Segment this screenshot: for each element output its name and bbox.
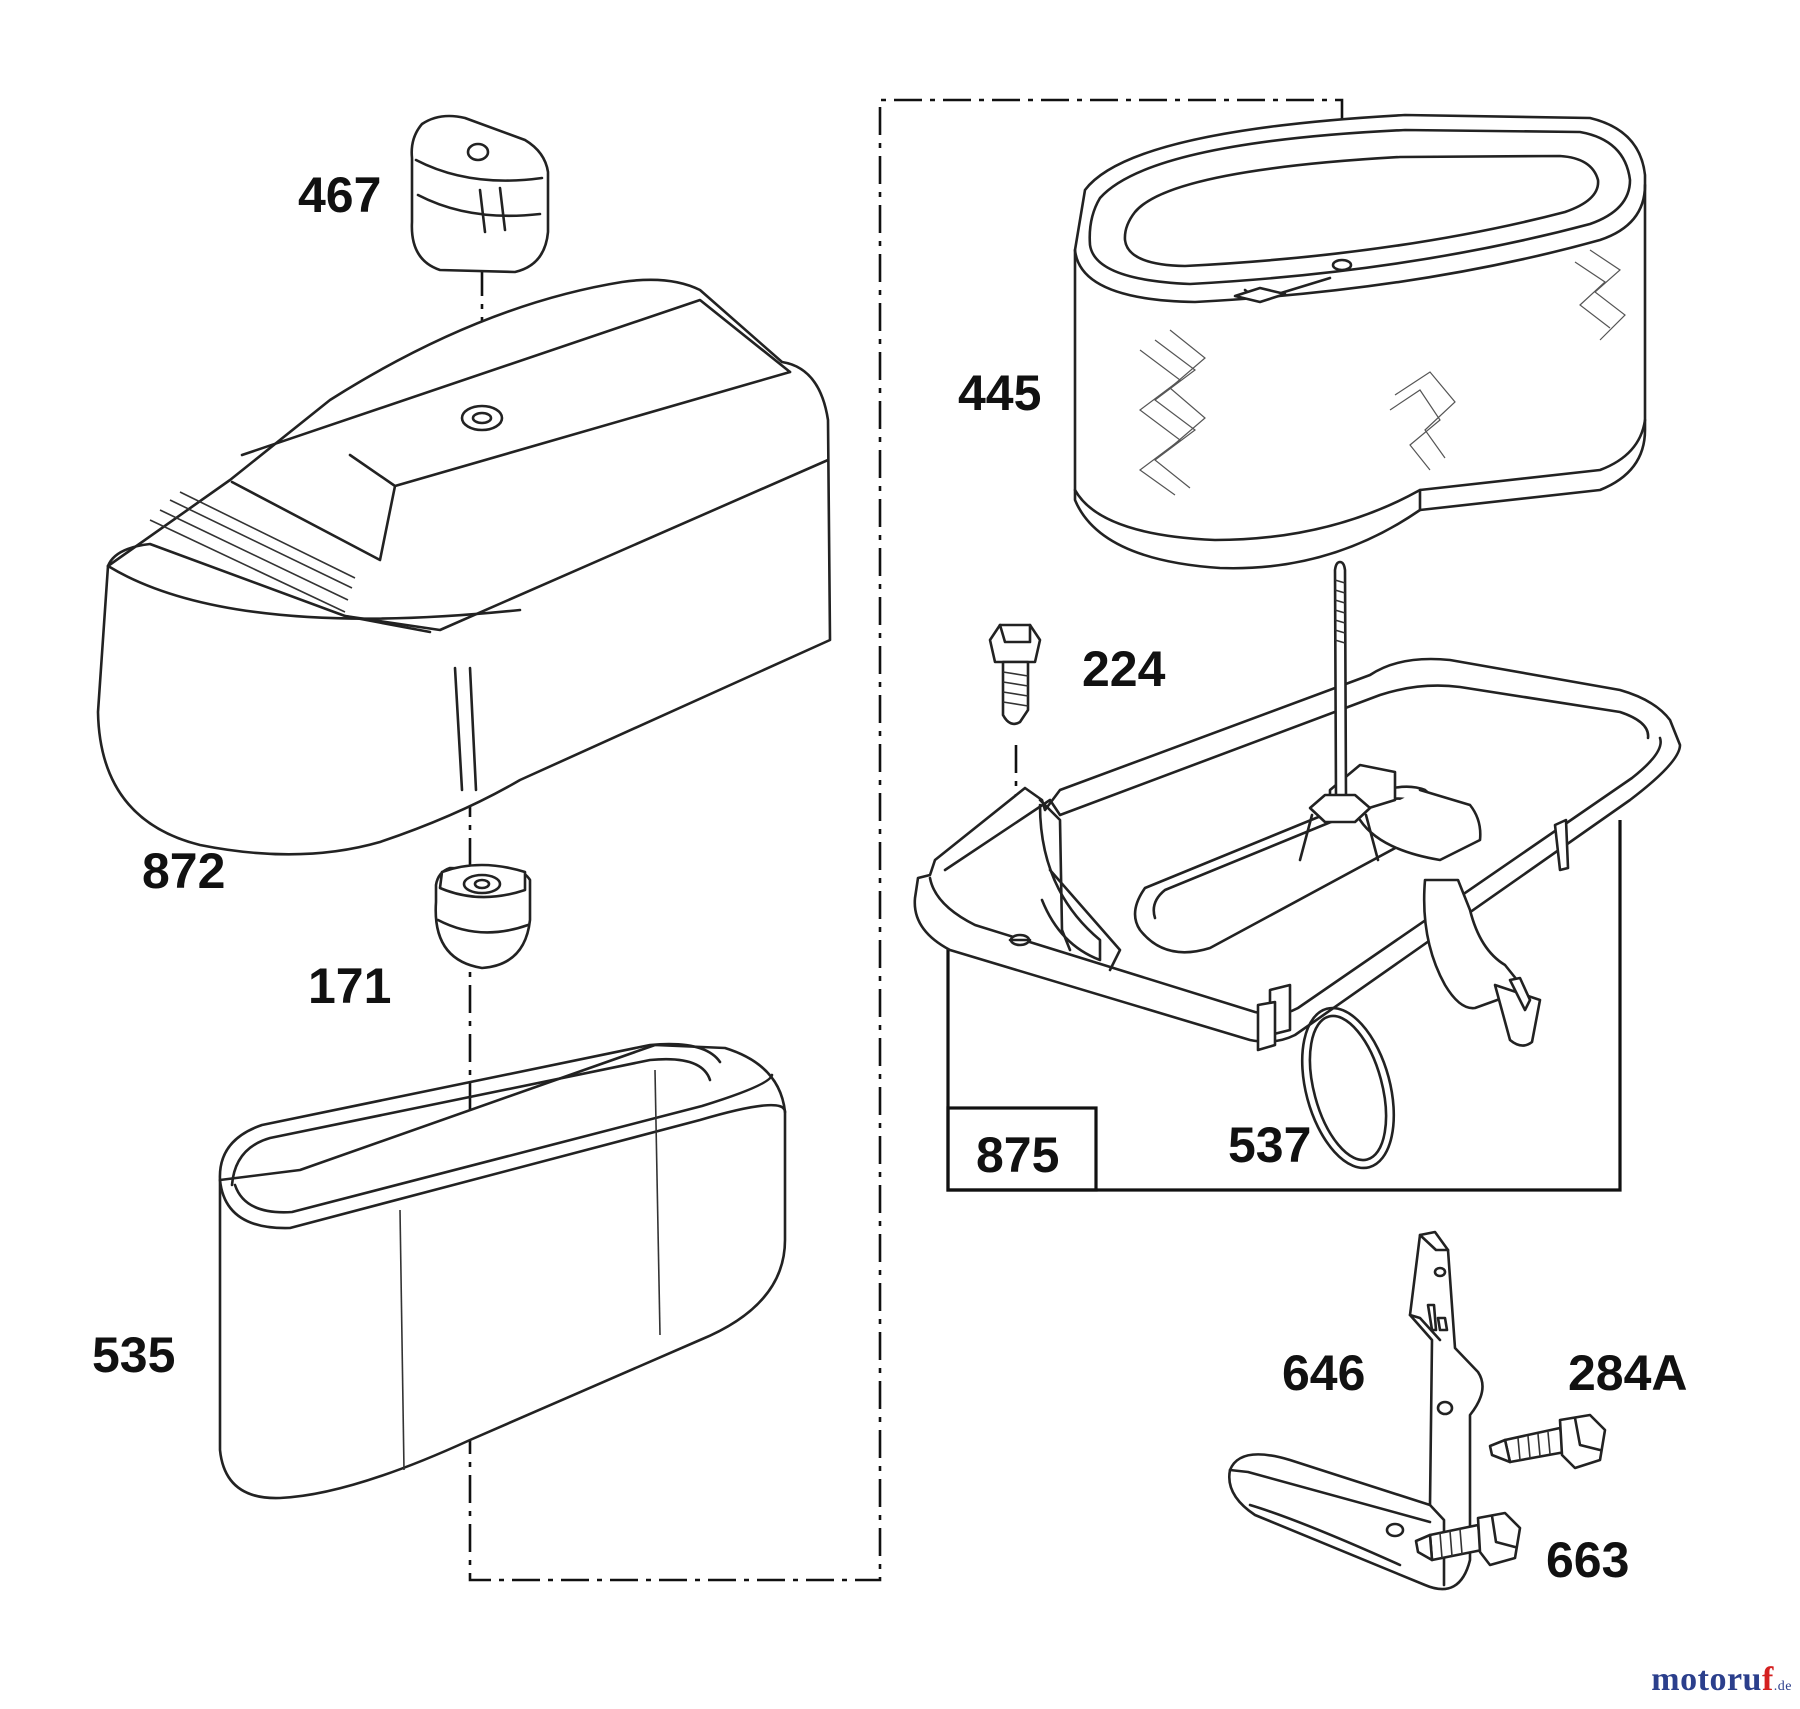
watermark-logo: motoruf.de <box>1651 1661 1792 1699</box>
part-875-stud <box>1298 560 1380 862</box>
part-875-assembly-bracket <box>946 820 1622 1192</box>
label-537: 537 <box>1228 1117 1311 1173</box>
part-284A-screw[interactable] <box>1488 1413 1607 1470</box>
filter-mesh-pattern <box>1138 249 1626 496</box>
watermark-main-text: motoru <box>1651 1661 1762 1698</box>
label-445: 445 <box>958 365 1041 421</box>
part-224-bolt[interactable] <box>988 623 1042 726</box>
label-875: 875 <box>976 1127 1059 1183</box>
part-872-cover[interactable] <box>96 278 832 856</box>
label-284A: 284A <box>1568 1345 1688 1401</box>
label-872: 872 <box>142 843 225 899</box>
part-875-label-box <box>946 1106 1098 1192</box>
watermark-accent-text: f <box>1761 1661 1774 1698</box>
part-646-bracket[interactable] <box>1227 1230 1484 1591</box>
part-875-base[interactable] <box>913 657 1682 1052</box>
part-445-filter[interactable] <box>1073 113 1647 570</box>
label-646: 646 <box>1282 1345 1365 1401</box>
part-labels: 467 872 171 535 445 224 875 537 646 284A… <box>92 167 1688 1588</box>
label-224: 224 <box>1082 641 1166 697</box>
watermark-suffix-text: .de <box>1773 1679 1792 1694</box>
label-663: 663 <box>1546 1532 1629 1588</box>
part-535-precleaner[interactable] <box>218 1042 787 1500</box>
part-663-screw[interactable] <box>1414 1511 1522 1567</box>
label-535: 535 <box>92 1327 175 1383</box>
part-171-grommet[interactable] <box>434 863 532 970</box>
part-537-gasket[interactable] <box>1286 998 1410 1178</box>
part-467-knob[interactable] <box>410 114 550 274</box>
label-171: 171 <box>308 958 391 1014</box>
label-467: 467 <box>298 167 381 223</box>
